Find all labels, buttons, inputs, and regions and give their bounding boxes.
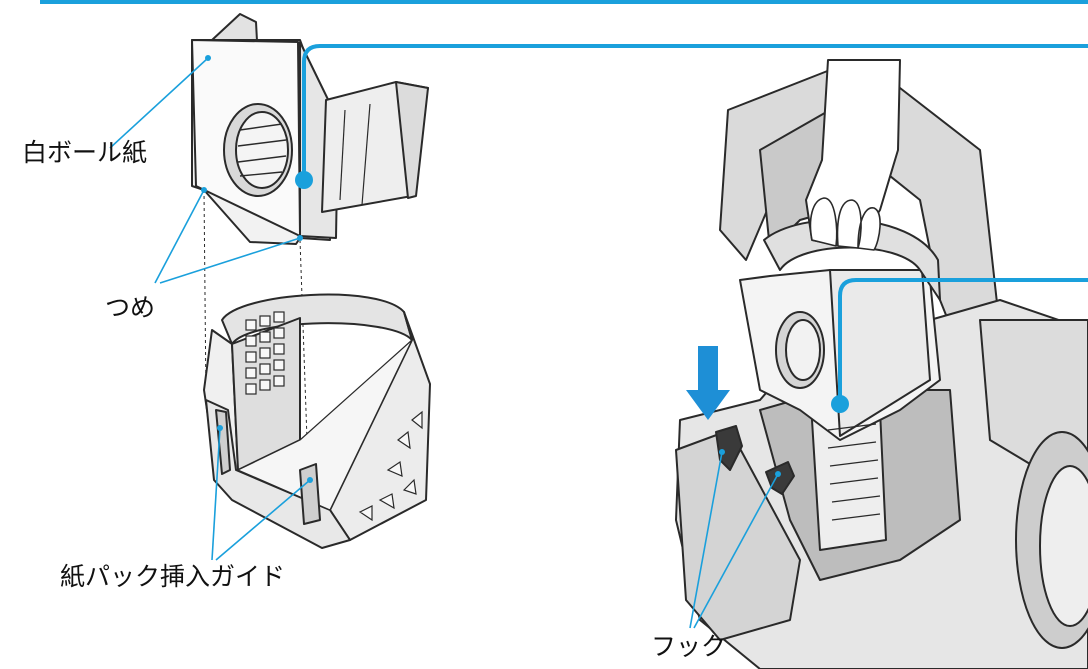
label-insert-guide: 紙パック挿入ガイド [60,562,286,591]
callout-card-hole [302,44,1088,180]
callout-dot-left [295,171,313,189]
leader-endpoints [201,55,781,483]
top-accent-bar [40,0,1088,4]
callout-dot-right [831,395,849,413]
filter-holder [203,293,431,549]
down-arrow-icon [686,346,730,420]
paper-pack-card [191,13,429,245]
holder-mesh [245,311,423,522]
leader-lines [109,57,779,629]
label-hooks: フック [651,632,727,661]
guide-dashed-lines [203,189,309,469]
vacuum-cleaner [675,59,1088,669]
callout-vacuum-pack [838,278,1088,404]
label-tabs: つめ [105,293,156,322]
label-white-cardboard: 白ボール紙 [22,138,148,167]
